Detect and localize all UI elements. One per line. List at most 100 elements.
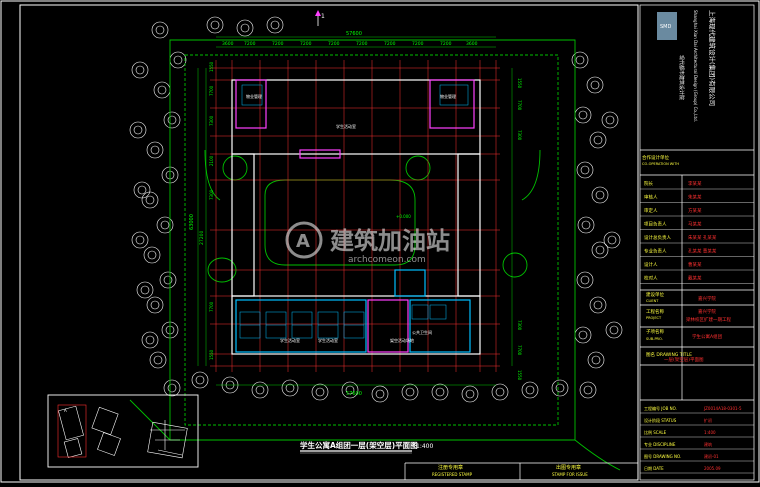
dim-left-segment: 7700 [209, 301, 214, 312]
info-value: 建初-01 [704, 453, 719, 459]
tree-icon [155, 25, 165, 35]
landscape-trees [129, 16, 623, 403]
tree-icon [574, 326, 592, 344]
tree-icon [150, 145, 160, 155]
tree-icon [435, 387, 445, 397]
info-label: 比例 SCALE [644, 429, 667, 435]
svg-text:A: A [296, 231, 310, 252]
tree-icon [240, 23, 250, 33]
info-value: 2005.09 [704, 466, 721, 471]
sub-label: 子项名称 [646, 328, 664, 335]
tree-icon [163, 111, 181, 129]
info-label: 图号 DRAWING NO. [644, 453, 681, 459]
role-label: 项目负责人 [644, 221, 667, 228]
tree-icon [595, 190, 605, 200]
stair-block [439, 84, 469, 106]
tree-icon [147, 250, 157, 260]
plan-scale: 1:400 [416, 443, 433, 450]
role-value: 朱某某 [688, 194, 702, 201]
tree-icon [577, 216, 595, 234]
tree-icon [603, 231, 621, 249]
dim-left-segment: 7300 [209, 115, 214, 126]
tree-icon [586, 76, 604, 94]
tree-icon [521, 381, 539, 399]
dim-top-bay: 7200 [440, 41, 452, 47]
tree-icon [591, 241, 609, 259]
room-label: 公共卫生间 [412, 329, 432, 335]
tree-icon [609, 325, 619, 335]
role-label: 设计总负责人 [644, 234, 671, 241]
info-value: 建筑 [704, 441, 712, 447]
info-value: JZ0014A18-0301-5 [703, 406, 742, 411]
tree-icon [151, 21, 169, 39]
role-label: 校对人 [644, 275, 658, 282]
dim-top-bay: 7200 [412, 41, 424, 47]
tree-icon [153, 355, 163, 365]
role-value: 朱某某 孔某某 [688, 234, 717, 241]
stair-block [241, 84, 263, 106]
tree-icon [236, 19, 254, 37]
tree-icon [551, 379, 569, 397]
watermark-logo-icon [285, 221, 323, 259]
tree-icon [341, 381, 359, 399]
company-name-cn: 上海现代建筑设计(集团)有限公司 [708, 10, 717, 106]
tree-icon [149, 351, 167, 369]
tree-icon [156, 216, 174, 234]
watermark-logo-text: 建筑加油站 [330, 227, 450, 255]
tree-icon [495, 387, 505, 397]
info-value: 扩初 [704, 417, 712, 423]
tree-icon [285, 383, 295, 393]
tree-icon [150, 300, 160, 310]
tree-icon [345, 385, 355, 395]
tree-icon [169, 51, 187, 69]
tree-icon [607, 235, 617, 245]
tree-icon [131, 231, 149, 249]
room-label: 学生活动室 [318, 337, 338, 343]
key-plan: A [47, 394, 199, 468]
tree-icon [587, 351, 605, 369]
tree-icon [173, 55, 183, 65]
tree-icon [375, 389, 385, 399]
tree-icon [157, 85, 167, 95]
tree-icon [255, 385, 265, 395]
dim-left-segment: 2100 [209, 155, 214, 166]
role-value: 李某某 [688, 180, 702, 187]
dim-top-bay: 7200 [384, 41, 396, 47]
project-value-2: 梁林校区扩建一期工程 [686, 316, 731, 323]
project-label: 工程名称 [646, 308, 664, 315]
info-label: 设计阶段 STATUS [644, 417, 677, 423]
drawing-title-value: 一层(架空层)平面图 [664, 356, 704, 363]
registered-stamp-label: 注册专用章 [438, 464, 463, 471]
role-value: 孔某某 曹某某 [688, 248, 717, 255]
room-label: 学生活动室 [280, 337, 300, 343]
tree-icon [571, 51, 589, 69]
tree-icon [579, 381, 597, 399]
tree-icon [143, 246, 161, 264]
tree-icon [167, 383, 177, 393]
tree-icon [153, 81, 171, 99]
role-label: 院长 [644, 180, 653, 187]
info-label: 专业 DISCIPLINE [644, 441, 676, 447]
tree-icon [574, 106, 592, 124]
role-label: 专业负责人 [644, 248, 667, 255]
dim-top-bay: 7200 [356, 41, 368, 47]
tree-icon [593, 300, 603, 310]
tree-icon [590, 80, 600, 90]
level-mark: +0.000 [396, 214, 411, 219]
dim-top-total: 57600 [346, 31, 362, 37]
tree-icon [576, 161, 594, 179]
watermark: A 建筑加油站 archcomeon.com [285, 221, 450, 265]
dim-right-segment: 1550 [517, 78, 522, 89]
tree-icon [591, 186, 609, 204]
tree-icon [131, 61, 149, 79]
stair-block [411, 304, 429, 320]
tree-icon [195, 375, 205, 385]
tree-icon [583, 385, 593, 395]
title-block [639, 4, 755, 481]
tree-icon [580, 275, 590, 285]
tree-icon [140, 285, 150, 295]
dim-left-segment: 7700 [209, 85, 214, 96]
room-label: 架空活动场地 [390, 337, 414, 343]
